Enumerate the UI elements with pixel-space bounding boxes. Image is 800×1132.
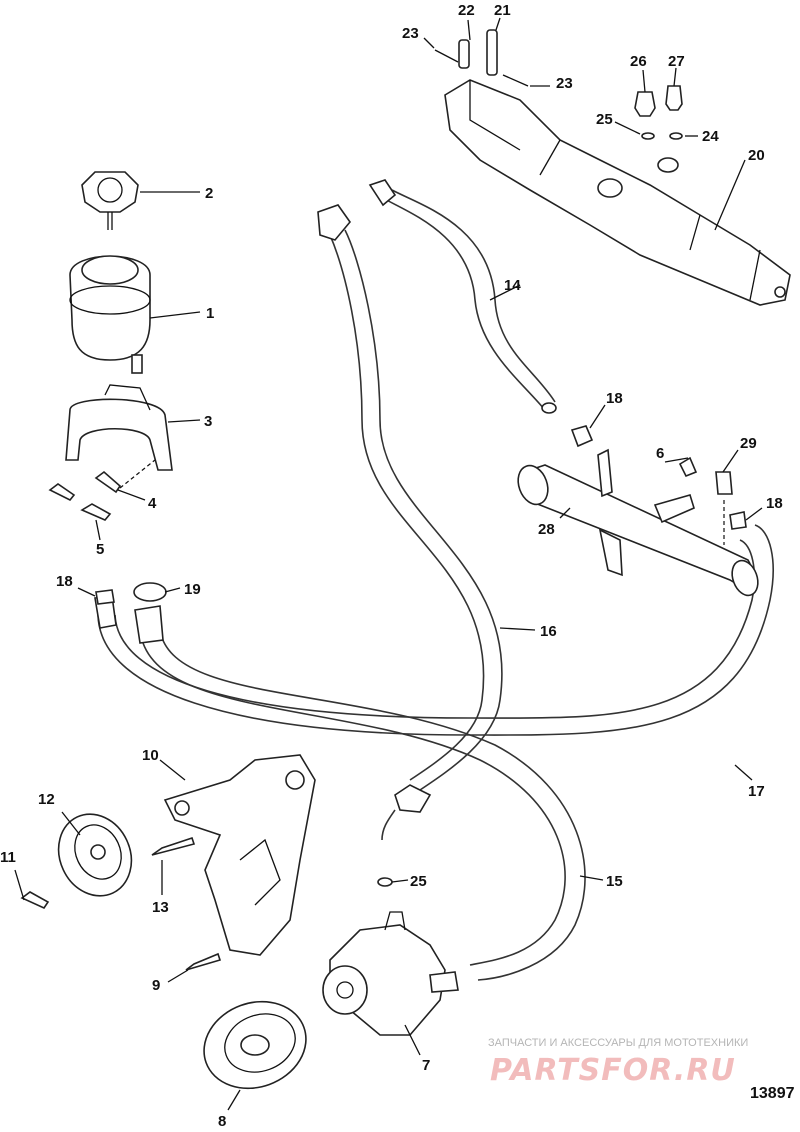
callout-6: 6 — [656, 445, 664, 462]
fitting-18a — [570, 425, 594, 448]
callout-4: 4 — [148, 495, 157, 512]
callout-15: 15 — [606, 873, 623, 890]
steering-cylinder-20 — [444, 79, 791, 306]
callout-19: 19 — [184, 581, 201, 598]
watermark: ЗАПЧАСТИ И АКСЕССУАРЫ ДЛЯ МОТОТЕХНИКИ PA… — [488, 1037, 748, 1088]
callout-18c: 18 — [56, 573, 73, 590]
callout-2: 2 — [205, 185, 213, 202]
hose-16 — [317, 204, 503, 841]
reference-number: 13897 — [750, 1085, 795, 1102]
callout-28: 28 — [538, 521, 555, 538]
reservoir-1 — [69, 255, 151, 374]
clamp-18b — [729, 511, 747, 530]
callout-25a: 25 — [596, 111, 613, 128]
bolt-11 — [20, 891, 50, 910]
cooler-28 — [517, 448, 759, 597]
callout-11: 11 — [0, 849, 16, 866]
callout-27: 27 — [668, 53, 685, 70]
callout-8: 8 — [218, 1113, 226, 1130]
callout-21: 21 — [494, 2, 511, 19]
callout-9: 9 — [152, 977, 160, 994]
watermark-tagline: ЗАПЧАСТИ И АКСЕССУАРЫ ДЛЯ МОТОТЕХНИКИ — [488, 1037, 748, 1049]
hose-14 — [368, 179, 557, 414]
callout-1: 1 — [206, 305, 214, 322]
callout-12: 12 — [38, 791, 55, 808]
callout-25b: 25 — [410, 873, 427, 890]
callout-14: 14 — [504, 277, 521, 294]
cotter-pin-23b — [502, 74, 529, 87]
watermark-logo: PARTSFOR.RU — [490, 1053, 736, 1088]
callout-23b: 23 — [556, 75, 573, 92]
callout-7: 7 — [422, 1057, 430, 1074]
bracket-3 — [65, 384, 173, 471]
callout-13: 13 — [152, 899, 169, 916]
bolt-9 — [185, 952, 222, 971]
bolt-4 — [48, 459, 156, 502]
sensor-29 — [715, 471, 733, 545]
fitting-26 — [634, 91, 656, 117]
reservoir-cap-2 — [81, 171, 139, 230]
callout-10: 10 — [142, 747, 159, 764]
bolt-6 — [678, 456, 698, 478]
fitting-27 — [665, 85, 683, 111]
callout-20: 20 — [748, 147, 765, 164]
o-ring-25b — [377, 877, 393, 887]
clamp-18c — [95, 589, 115, 605]
hose-15 — [134, 605, 586, 981]
o-ring-25a — [641, 132, 655, 140]
pulley-8 — [203, 1000, 307, 1090]
leader-lines — [14, 17, 763, 1111]
callout-3: 3 — [204, 413, 212, 430]
o-ring-24 — [669, 132, 683, 140]
callout-17: 17 — [748, 783, 765, 800]
callout-23a: 23 — [402, 25, 419, 42]
pin-22 — [458, 39, 470, 69]
callout-29: 29 — [740, 435, 757, 452]
bolt-13 — [151, 836, 196, 856]
pump-bracket-10 — [163, 754, 316, 956]
callout-18b: 18 — [766, 495, 783, 512]
callout-5: 5 — [96, 541, 104, 558]
callout-22: 22 — [458, 2, 475, 19]
callout-16: 16 — [540, 623, 557, 640]
bolt-5 — [80, 503, 112, 521]
pump-7 — [322, 911, 459, 1036]
pin-21 — [486, 29, 498, 76]
cotter-pin-23a — [434, 49, 459, 63]
pulley-12 — [57, 813, 133, 897]
callout-labels: 22 21 23 23 26 27 25 24 20 2 1 3 4 5 14 … — [0, 2, 783, 1130]
callout-24: 24 — [702, 128, 719, 145]
callout-26: 26 — [630, 53, 647, 70]
clamp-19 — [133, 582, 167, 602]
callout-18a: 18 — [606, 390, 623, 407]
